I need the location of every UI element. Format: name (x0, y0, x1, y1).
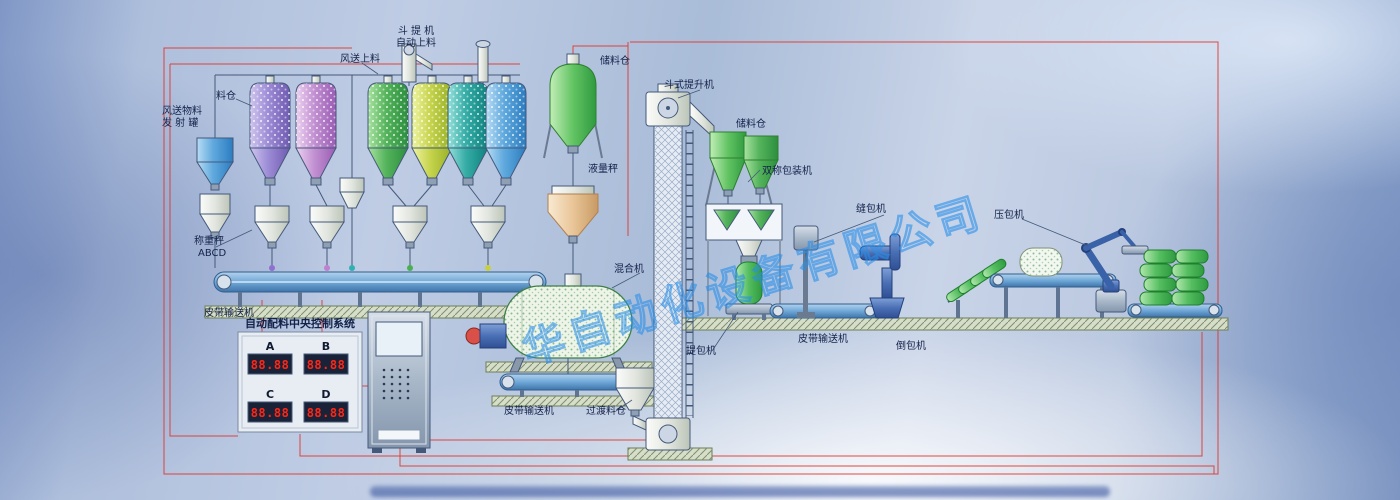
control-wiring-red (163, 41, 1219, 475)
channel-c-label: C (266, 388, 274, 401)
label-belt-conveyor-center: 皮带输送机 (504, 404, 554, 417)
label-belt-conveyor-right: 皮带输送机 (798, 332, 848, 345)
storage-tank-center (543, 53, 603, 186)
weigh-hopper-c (392, 205, 428, 270)
incline-bag-rollers (946, 258, 1007, 318)
weigh-hopper-b (309, 205, 345, 270)
label-silo: 料仓 (216, 89, 236, 102)
label-pneumatic-tank-1: 风送物料 (162, 104, 202, 117)
channel-c-display (247, 401, 293, 423)
silo-fill-elevator (401, 43, 433, 83)
label-press-machine: 压包机 (994, 208, 1024, 221)
label-flow-scale: 液量秤 (588, 162, 618, 175)
weigh-hopper-a (254, 205, 290, 270)
label-bag-lifter: 提包机 (686, 344, 716, 357)
control-panel: A 88.88 B 88.88 C 88.88 D 88.88 (237, 331, 363, 433)
channel-b-label: B (322, 340, 330, 353)
transition-silo (615, 367, 655, 431)
flow-scale (547, 185, 599, 276)
ground-mixer (485, 361, 653, 373)
silo-purple (249, 75, 291, 186)
channel-a-display (247, 353, 293, 375)
mixer-motor (479, 323, 507, 349)
label-storage-center: 储料仓 (600, 54, 630, 67)
label-hoist-2: 自动上料 (396, 36, 436, 49)
label-weigh-scale-1: 称重秤 (194, 234, 224, 247)
belt-conveyor-right (769, 303, 879, 319)
mixer-machine (465, 273, 633, 374)
label-weigh-scale-2: ABCD (198, 248, 227, 259)
belt-conveyor-center (499, 373, 653, 397)
weigh-hopper-d (470, 205, 506, 270)
label-pneumatic-feed: 风送上料 (340, 52, 380, 65)
channel-d-display (303, 401, 349, 423)
label-double-scale-packer: 双称包装机 (762, 164, 812, 177)
label-control-system-title: 自动配料中央控制系统 (245, 316, 355, 330)
label-hoist-1: 斗 提 机 (398, 24, 434, 37)
label-bucket-elevator: 斗式提升机 (664, 78, 714, 91)
label-sewing-machine: 缝包机 (856, 202, 886, 215)
silo-teal (447, 75, 489, 186)
sewing-machine (793, 225, 819, 318)
storage-hoppers-right (705, 131, 779, 207)
silo-fill-pipe (475, 40, 491, 83)
channel-a-label: A (266, 340, 275, 353)
channel-d-value: 88.88 (307, 406, 346, 420)
silo-blue (485, 75, 527, 186)
bag-inverter-machine (859, 233, 905, 319)
channel-b-value: 88.88 (307, 358, 346, 372)
label-transition-silo: 过渡料仓 (586, 404, 626, 417)
cabinet-keypad (382, 368, 410, 400)
silo-yellow (411, 75, 453, 186)
ground-elevator (627, 447, 713, 461)
weigh-hoppers (254, 177, 506, 270)
label-storage-right: 储料仓 (736, 117, 766, 130)
silo-green (367, 75, 409, 186)
label-belt-conveyor-left: 皮带输送机 (204, 306, 254, 319)
press-robot-arm (1081, 228, 1149, 313)
belt-conveyor-left (213, 265, 547, 307)
cabinet-screen (375, 321, 423, 357)
channel-c-value: 88.88 (251, 406, 290, 420)
label-mixer: 混合机 (614, 262, 644, 275)
bag-stack (1127, 249, 1223, 318)
diagram-labels: 斗 提 机 自动上料 风送上料 料仓 风送物料 发 射 罐 储料仓 斗式提升机 … (162, 24, 1024, 417)
double-scale-packer (705, 203, 783, 316)
bucket-elevator (645, 83, 715, 451)
collector-hopper (339, 177, 365, 268)
label-leaders (215, 62, 1089, 412)
channel-a-value: 88.88 (251, 358, 290, 372)
pneumatic-launch-tank (196, 137, 234, 268)
channel-b-display (303, 353, 349, 375)
label-bag-inverter: 倒包机 (896, 339, 926, 352)
silo-violet (295, 75, 337, 186)
label-pneumatic-tank-2: 发 射 罐 (162, 116, 198, 129)
channel-d-label: D (321, 388, 330, 401)
control-cabinet (367, 311, 431, 453)
silo-battery (249, 75, 527, 207)
background-strip (370, 486, 1110, 497)
